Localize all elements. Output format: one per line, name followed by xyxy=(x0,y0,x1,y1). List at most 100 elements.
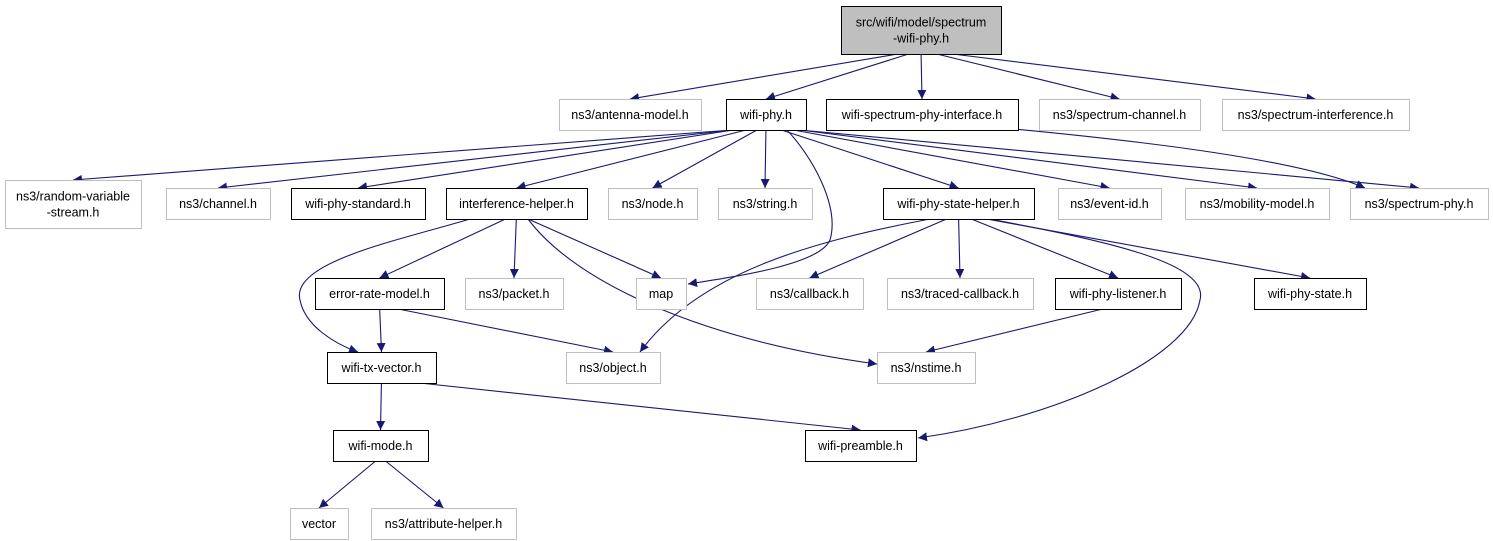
edge-root-to-spinter xyxy=(952,53,1316,103)
node-box-wpstd xyxy=(291,188,426,220)
node-wpstd[interactable]: wifi-phy-standard.h xyxy=(291,188,426,220)
node-label-channel: ns3/channel.h xyxy=(179,197,257,211)
node-box-object xyxy=(566,352,661,384)
node-txvec[interactable]: wifi-tx-vector.h xyxy=(327,352,437,384)
node-label-preamble: wifi-preamble.h xyxy=(817,439,903,453)
node-label-wplistener: wifi-phy-listener.h xyxy=(1069,287,1167,301)
node-label-root-line-2: -wifi-phy.h xyxy=(893,32,949,46)
node-wplistener[interactable]: wifi-phy-listener.h xyxy=(1055,278,1182,310)
node-label-node: ns3/node.h xyxy=(622,197,684,211)
node-label-wpsh: wifi-phy-state-helper.h xyxy=(896,197,1019,211)
node-label-callback: ns3/callback.h xyxy=(770,287,849,301)
node-box-map xyxy=(636,278,687,310)
edge-interf-to-erm xyxy=(379,218,506,279)
node-box-root xyxy=(841,6,1002,55)
node-label-spphy: ns3/spectrum-phy.h xyxy=(1365,197,1474,211)
edge-wifiphy-to-wpstd xyxy=(357,129,734,192)
edge-wifiphy-to-randvar xyxy=(72,129,733,184)
edge-wpsh-to-object xyxy=(639,218,931,353)
node-box-wpsh xyxy=(883,188,1035,220)
node-box-spchan xyxy=(1039,99,1201,131)
edge-root-to-spchan xyxy=(936,53,1120,102)
node-box-channel xyxy=(166,188,271,220)
node-box-spinter xyxy=(1222,99,1410,131)
node-box-callback xyxy=(756,278,864,310)
node-box-randvar xyxy=(5,180,142,229)
edge-wifiphy-to-mobility xyxy=(799,129,1258,192)
edge-wifiphy-to-interf xyxy=(516,129,747,191)
node-label-nstime: ns3/nstime.h xyxy=(891,361,962,375)
node-label-wpstate: wifi-phy-state.h xyxy=(1267,287,1352,301)
node-wifiphy[interactable]: wifi-phy.h xyxy=(726,99,807,131)
node-wsphyif[interactable]: wifi-spectrum-phy-interface.h xyxy=(826,99,1019,131)
node-nstime: ns3/nstime.h xyxy=(877,352,976,384)
node-box-string xyxy=(718,188,813,220)
node-box-wplistener xyxy=(1055,278,1182,310)
node-root[interactable]: src/wifi/model/spectrum -wifi-phy.h xyxy=(841,6,1002,55)
node-label-spinter: ns3/spectrum-interference.h xyxy=(1238,108,1394,122)
edge-wpsh-to-callback xyxy=(809,218,947,279)
node-label-txvec: wifi-tx-vector.h xyxy=(341,361,422,375)
node-box-txvec xyxy=(327,352,437,384)
edge-wifiphy-to-wpsh xyxy=(781,129,959,190)
node-label-tcallback: ns3/traced-callback.h xyxy=(901,287,1019,301)
node-randvar: ns3/random-variable-stream.h xyxy=(5,180,142,229)
node-map: map xyxy=(636,278,687,310)
node-wpsh[interactable]: wifi-phy-state-helper.h xyxy=(883,188,1035,220)
edge-wifiphy-to-eventid xyxy=(793,129,1110,191)
node-label-wpstd: wifi-phy-standard.h xyxy=(304,197,411,211)
node-box-eventid xyxy=(1058,188,1162,220)
node-spchan: ns3/spectrum-channel.h xyxy=(1039,99,1201,131)
node-channel: ns3/channel.h xyxy=(166,188,271,220)
node-wmode[interactable]: wifi-mode.h xyxy=(333,430,429,462)
edge-interf-to-packet xyxy=(509,218,519,279)
node-box-erm xyxy=(315,278,445,310)
edge-wifiphy-to-string xyxy=(760,129,770,189)
node-erm[interactable]: error-rate-model.h xyxy=(315,278,445,310)
edge-root-to-antenna xyxy=(629,53,898,102)
node-wpstate[interactable]: wifi-phy-state.h xyxy=(1254,278,1367,310)
node-label-antenna: ns3/antenna-model.h xyxy=(571,108,688,122)
node-mobility: ns3/mobility-model.h xyxy=(1185,188,1330,220)
node-box-preamble xyxy=(805,430,917,462)
node-label-attr: ns3/attribute-helper.h xyxy=(385,517,502,531)
node-label-wsphyif: wifi-spectrum-phy-interface.h xyxy=(841,108,1003,122)
node-preamble[interactable]: wifi-preamble.h xyxy=(805,430,917,462)
node-interf[interactable]: interference-helper.h xyxy=(446,188,588,220)
node-packet: ns3/packet.h xyxy=(465,278,564,310)
node-box-mobility xyxy=(1185,188,1330,220)
node-object: ns3/object.h xyxy=(566,352,661,384)
node-label-root-line-1: src/wifi/model/spectrum xyxy=(856,16,987,30)
node-box-spphy xyxy=(1350,188,1489,220)
node-attr: ns3/attribute-helper.h xyxy=(371,508,517,540)
node-box-wmode xyxy=(333,430,429,462)
edge-root-to-wifiphy xyxy=(765,53,909,101)
node-label-map: map xyxy=(649,287,673,301)
edge-wifiphy-to-map xyxy=(687,128,833,288)
edge-txvec-to-preamble xyxy=(419,382,861,434)
node-label-packet: ns3/packet.h xyxy=(479,287,550,301)
node-label-spchan: ns3/spectrum-channel.h xyxy=(1053,108,1186,122)
node-box-wsphyif xyxy=(826,99,1019,131)
node-spphy: ns3/spectrum-phy.h xyxy=(1350,188,1489,220)
node-label-wmode: wifi-mode.h xyxy=(348,439,413,453)
node-vector: vector xyxy=(290,508,349,540)
node-eventid: ns3/event-id.h xyxy=(1058,188,1162,220)
edge-wifiphy-to-spphy xyxy=(799,129,1420,192)
node-label-randvar-line-2: -stream.h xyxy=(47,206,100,220)
node-box-vector xyxy=(290,508,349,540)
node-label-erm: error-rate-model.h xyxy=(329,287,430,301)
node-box-packet xyxy=(465,278,564,310)
edge-wifiphy-to-channel xyxy=(217,129,733,192)
node-box-antenna xyxy=(559,99,702,131)
edge-wpsh-to-wplistener xyxy=(971,218,1119,279)
node-box-wpstate xyxy=(1254,278,1367,310)
node-label-string: ns3/string.h xyxy=(733,197,798,211)
edge-wpsh-to-preamble xyxy=(917,218,1202,442)
node-box-node xyxy=(608,188,698,220)
edge-wmode-to-vector xyxy=(318,460,376,509)
node-box-attr xyxy=(371,508,517,540)
node-callback: ns3/callback.h xyxy=(756,278,864,310)
node-label-wifiphy: wifi-phy.h xyxy=(739,108,792,122)
